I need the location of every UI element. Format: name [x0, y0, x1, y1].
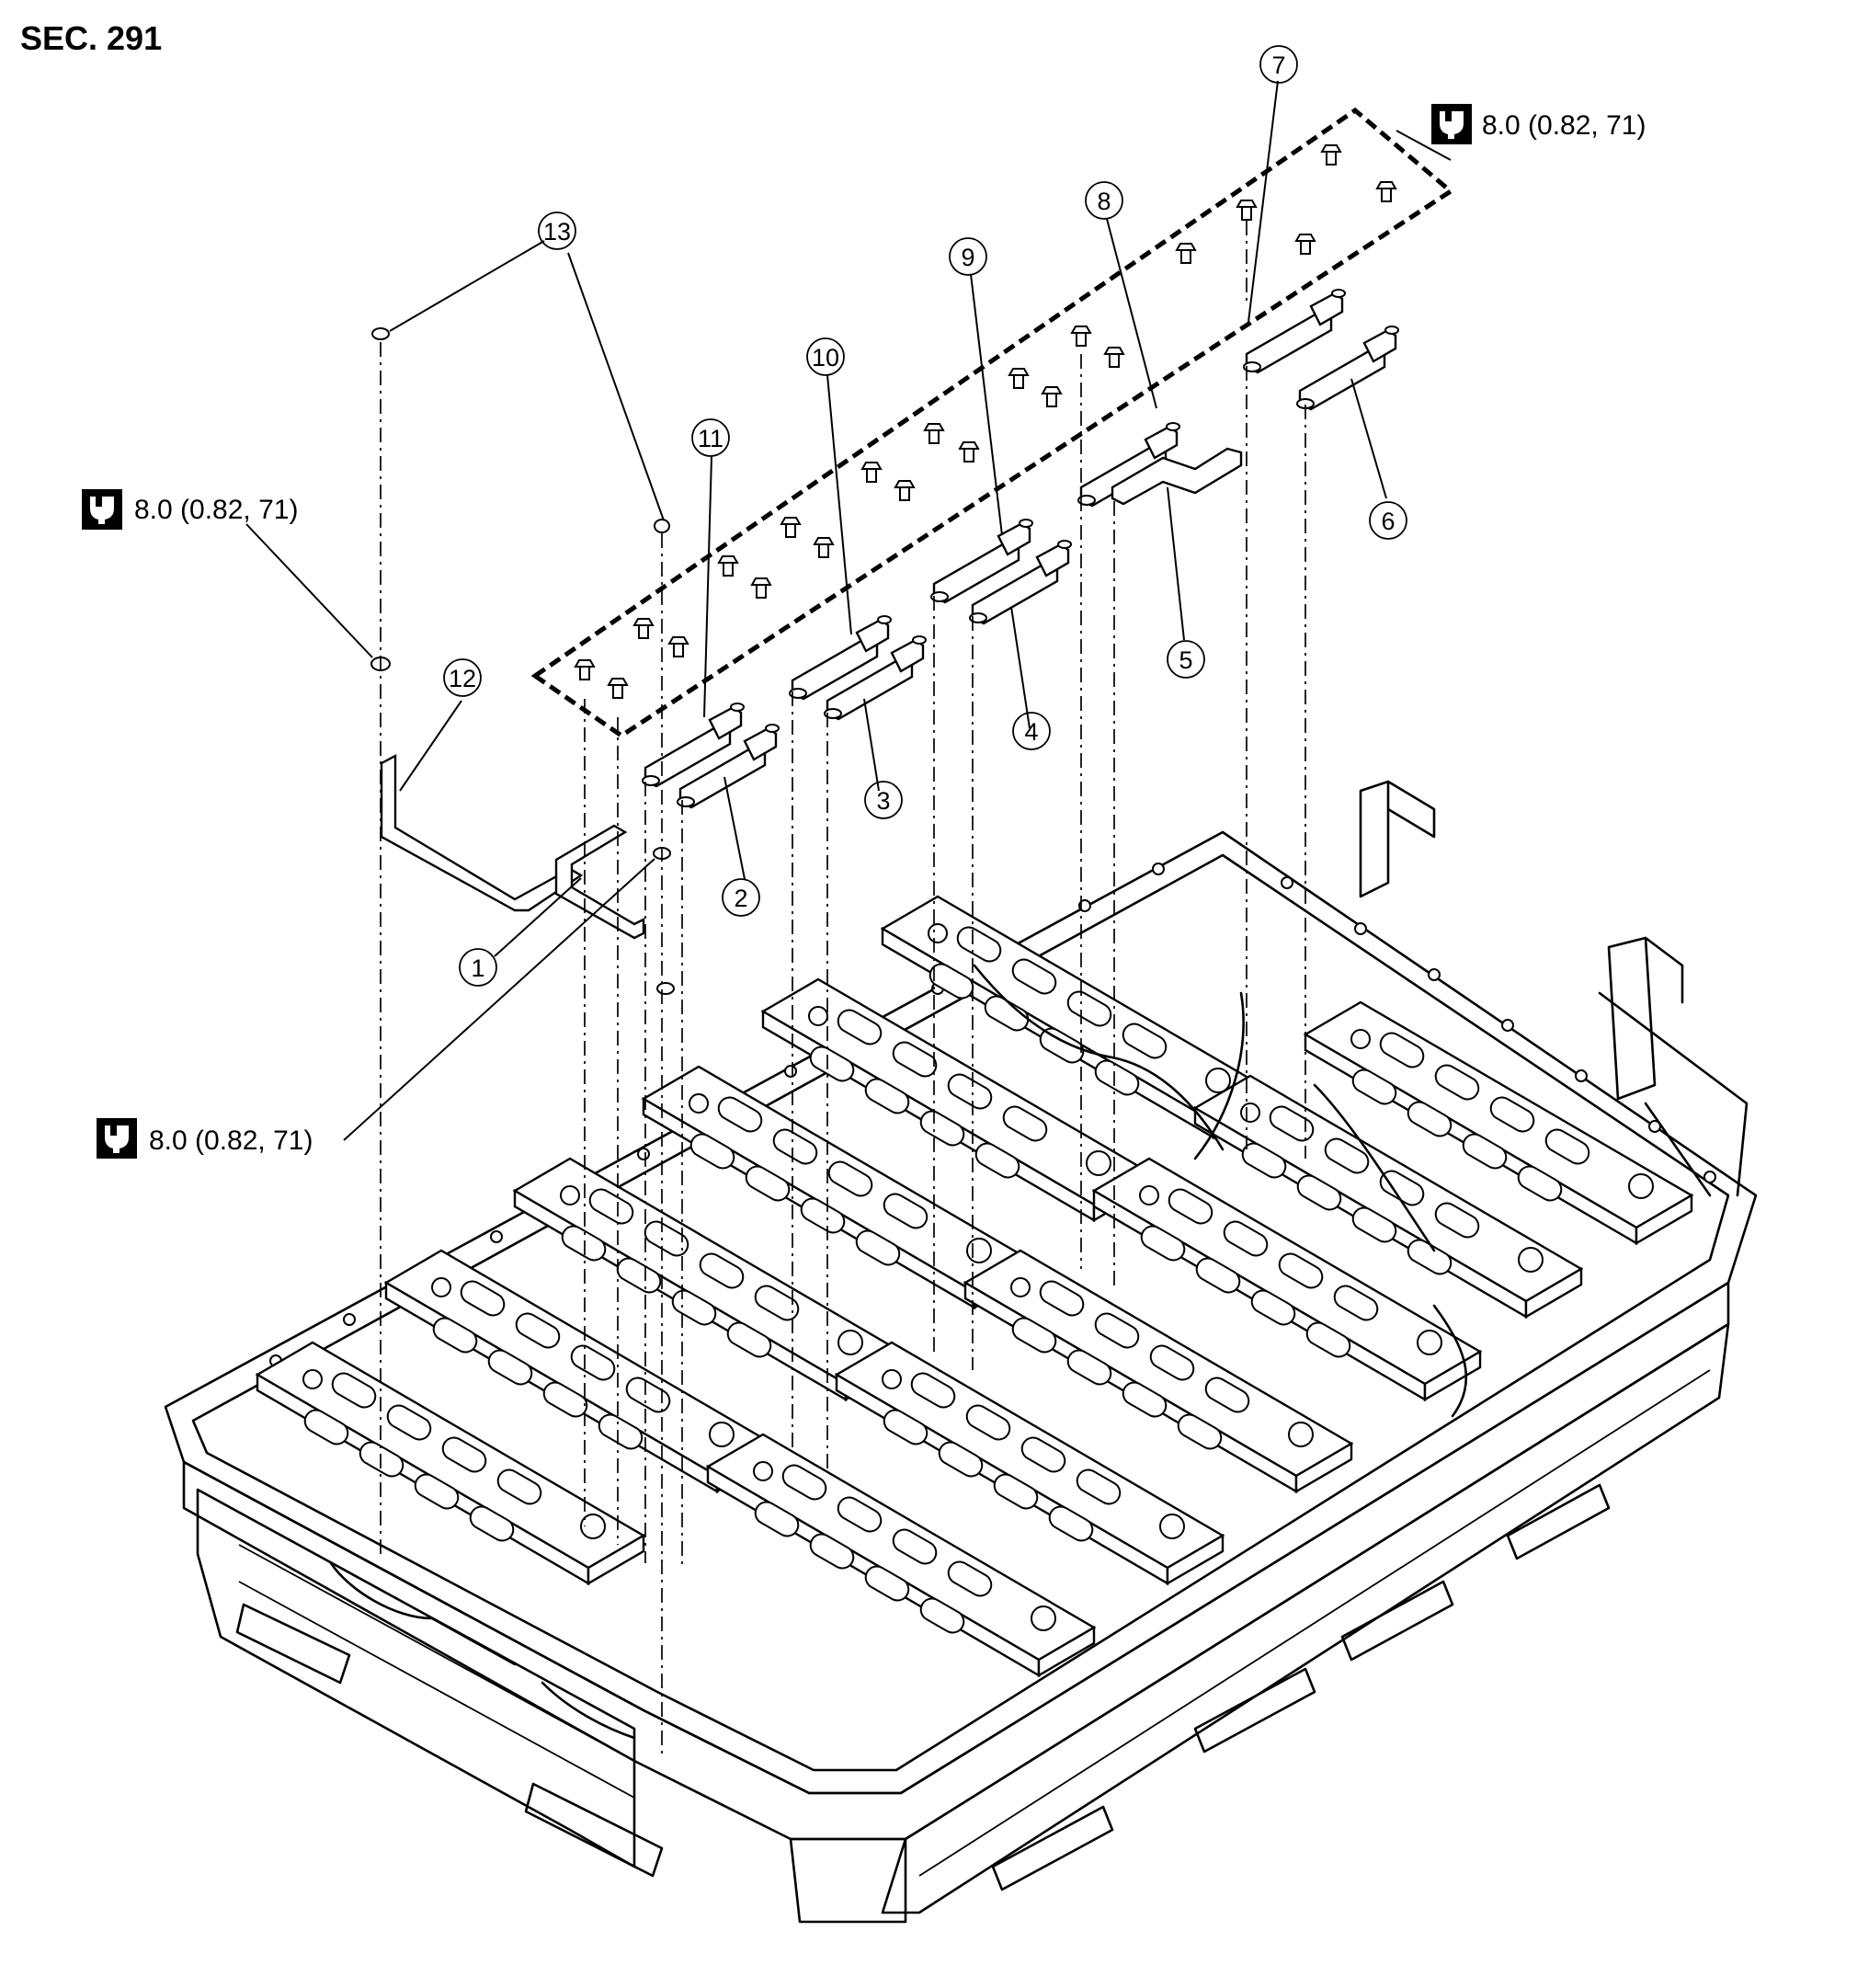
bus-bar-1 [554, 824, 645, 940]
cap-13-lower [654, 519, 670, 533]
dashed-bolt-group-outline [530, 107, 1455, 739]
callout-11: 11 [691, 418, 730, 457]
svg-text:10: 10 [812, 344, 839, 371]
callout-2: 2 [722, 878, 760, 917]
callout-9: 9 [949, 237, 987, 276]
svg-text:2: 2 [734, 885, 747, 912]
callout-13: 13 [538, 211, 576, 250]
bus-bar-12 [380, 754, 584, 912]
svg-text:4: 4 [1024, 718, 1038, 746]
callout-8: 8 [1085, 181, 1123, 220]
callout-leaders [245, 80, 1452, 1141]
frame-bolt-holes [269, 863, 1716, 1367]
torque-wrench-icon [82, 489, 122, 530]
bus-bars [380, 288, 1400, 940]
svg-text:1: 1 [471, 954, 484, 982]
nuts-and-caps [370, 327, 675, 995]
callout-10: 10 [806, 337, 845, 376]
torque-spec-top-right: 8.0 (0.82, 71) [1431, 104, 1646, 144]
torque-wrench-icon [97, 1118, 137, 1159]
torque-value: 8.0 (0.82, 71) [1482, 110, 1646, 141]
callout-12: 12 [443, 658, 482, 697]
callout-6: 6 [1369, 501, 1407, 540]
battery-pack-frame [164, 780, 1758, 1924]
callout-1: 1 [459, 948, 497, 987]
svg-text:7: 7 [1271, 51, 1285, 79]
torque-wrench-icon [1431, 104, 1472, 144]
callout-7: 7 [1259, 45, 1298, 84]
torque-value: 8.0 (0.82, 71) [134, 495, 298, 525]
section-label: SEC. 291 [20, 19, 162, 57]
callouts: 1 2 3 4 5 6 7 8 9 10 11 12 13 [443, 45, 1407, 987]
callout-4: 4 [1012, 712, 1051, 750]
svg-text:3: 3 [876, 787, 890, 815]
svg-text:8: 8 [1097, 188, 1111, 215]
svg-text:12: 12 [449, 665, 476, 692]
torque-spec-left-lower: 8.0 (0.82, 71) [97, 1118, 313, 1159]
callout-5: 5 [1167, 640, 1205, 679]
svg-text:11: 11 [698, 425, 723, 452]
svg-text:6: 6 [1381, 508, 1395, 535]
callout-3: 3 [864, 781, 903, 819]
torque-spec-left-upper: 8.0 (0.82, 71) [82, 489, 298, 530]
svg-text:9: 9 [961, 244, 974, 271]
bus-bar-4 [968, 539, 1073, 625]
dashed-alignment-lines [380, 221, 1306, 1756]
cap-13-upper [371, 327, 390, 340]
battery-modules [256, 895, 1693, 1677]
terminal-stud [656, 982, 675, 995]
svg-text:5: 5 [1179, 646, 1192, 674]
torque-value: 8.0 (0.82, 71) [149, 1125, 313, 1156]
bus-bar-7 [1242, 288, 1347, 374]
bus-bar-5 [1111, 447, 1243, 506]
svg-text:13: 13 [543, 218, 571, 246]
wiring-harness [329, 964, 1468, 1740]
